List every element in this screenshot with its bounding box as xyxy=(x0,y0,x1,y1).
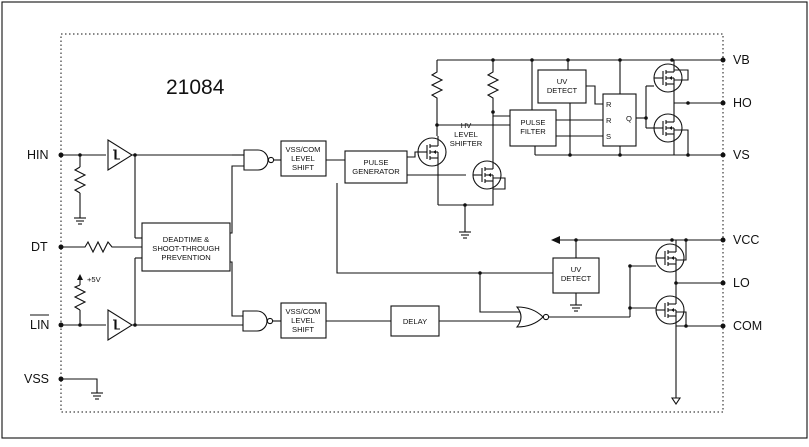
figure-frame xyxy=(1,1,808,439)
hv-pullup-resistor-2 xyxy=(486,60,500,112)
ls-low-line-3: SHIFT xyxy=(292,325,314,334)
lin-label: LIN xyxy=(30,318,49,332)
deadtime-line-3: PREVENTION xyxy=(161,253,210,262)
uv-detect-low-block: UV DETECT xyxy=(552,257,600,294)
ls-low-line-1: VSS/COM xyxy=(285,307,320,316)
hv-shifter-line-3: SHIFTER xyxy=(450,139,483,148)
ho-pulldown-mosfet xyxy=(653,113,683,143)
uv-detect-high-block: UV DETECT xyxy=(537,69,587,104)
pulse-filter-line-1: PULSE xyxy=(521,118,546,127)
low-side-gate xyxy=(515,306,550,328)
part-number-title: 21084 xyxy=(166,76,225,99)
nand-gate-high xyxy=(243,149,275,171)
ls-high-line-3: SHIFT xyxy=(292,163,314,172)
hv-shifter-mosfet-1 xyxy=(417,137,447,167)
ls-low-line-2: LEVEL xyxy=(291,316,315,325)
vcc-label: VCC xyxy=(733,233,759,247)
lo-pullup-mosfet xyxy=(655,243,685,273)
lo-label: LO xyxy=(733,276,750,290)
delay-label: DELAY xyxy=(403,317,427,326)
lo-pulldown-mosfet xyxy=(655,295,685,325)
hv-shifter-line-2: LEVEL xyxy=(454,130,478,139)
latch-q: Q xyxy=(626,114,632,123)
nand-gate-low xyxy=(242,310,274,332)
hin-input-path xyxy=(61,153,106,225)
vs-label: VS xyxy=(733,148,750,162)
level-shift-high-block: VSS/COM LEVEL SHIFT xyxy=(280,140,327,177)
uv-low-line-1: UV xyxy=(571,265,582,274)
rs-latch-block: R R S Q xyxy=(602,93,637,147)
ho-pullup-mosfet xyxy=(653,63,683,93)
pulse-gen-line-2: GENERATOR xyxy=(352,167,400,176)
vb-label: VB xyxy=(733,53,750,67)
hv-pullup-resistor-1 xyxy=(430,60,444,125)
deadtime-line-1: DEADTIME & xyxy=(163,235,209,244)
lin-input-path: +5V xyxy=(61,274,106,327)
com-label: COM xyxy=(733,319,762,333)
hin-label: HIN xyxy=(27,148,49,162)
hin-schmitt-buffer xyxy=(107,139,134,171)
ls-high-line-2: LEVEL xyxy=(291,154,315,163)
uv-high-line-2: DETECT xyxy=(547,86,578,95)
pin-lin: LIN xyxy=(30,314,64,332)
pulse-filter-line-2: FILTER xyxy=(520,127,546,136)
latch-s: S xyxy=(606,132,611,141)
supply-5v-label: +5V xyxy=(87,275,102,284)
dt-resistor xyxy=(61,240,142,254)
ls-high-line-1: VSS/COM xyxy=(285,145,320,154)
pulse-filter-block: PULSE FILTER xyxy=(509,109,557,147)
deadtime-block: DEADTIME & SHOOT-THROUGH PREVENTION xyxy=(141,222,231,272)
dt-label: DT xyxy=(31,240,48,254)
pulse-generator-block: PULSE GENERATOR xyxy=(344,150,408,184)
pin-lo: LO xyxy=(720,276,750,290)
latch-r1: R xyxy=(606,100,612,109)
uv-low-line-2: DETECT xyxy=(561,274,592,283)
lin-schmitt-buffer xyxy=(107,309,134,341)
vss-label: VSS xyxy=(24,372,49,386)
uv-high-line-1: UV xyxy=(557,77,568,86)
ho-label: HO xyxy=(733,96,752,110)
latch-r2: R xyxy=(606,116,612,125)
hv-shifter-mosfet-2 xyxy=(472,160,502,190)
delay-block: DELAY xyxy=(390,305,440,337)
level-shift-low-block: VSS/COM LEVEL SHIFT xyxy=(280,302,327,339)
pulse-gen-line-1: PULSE xyxy=(364,158,389,167)
deadtime-line-2: SHOOT-THROUGH xyxy=(152,244,220,253)
